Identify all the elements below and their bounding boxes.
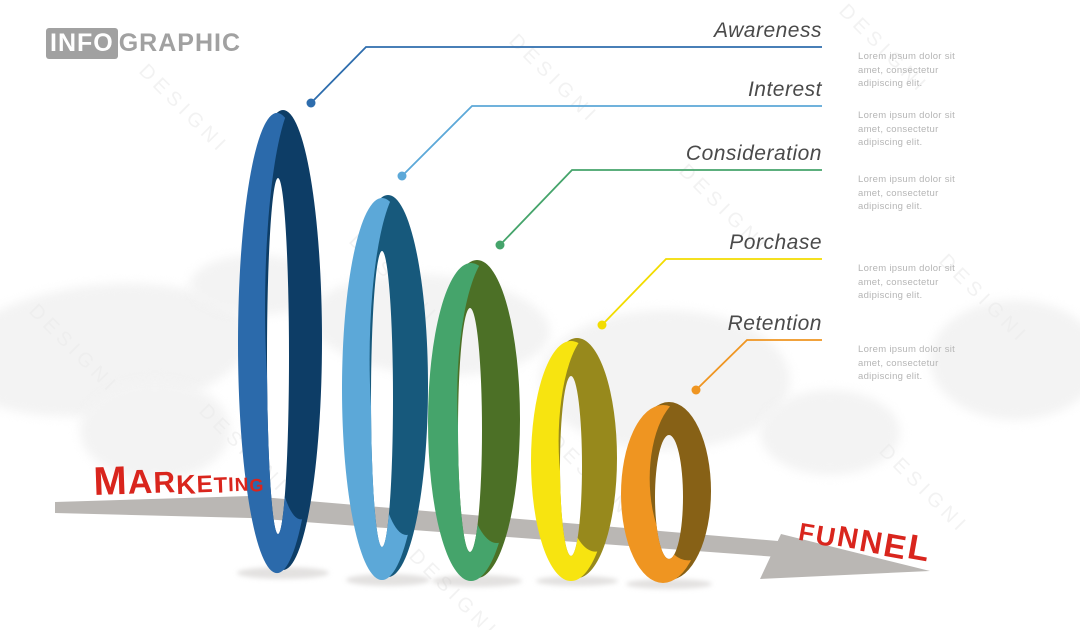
logo-graphic-text: GRAPHIC (118, 29, 242, 57)
arrow-head (760, 534, 930, 579)
ring-front-consideration (428, 263, 514, 581)
stage-label-consideration: Consideration (685, 142, 822, 165)
funnel-ring-consideration (428, 260, 520, 581)
stage-description-porchase: Lorem ipsum dolor sit amet, consectetur … (858, 263, 956, 301)
connector-line-awareness (310, 46, 822, 104)
connector-dot-awareness (306, 98, 316, 108)
stage-label-awareness: Awareness (713, 19, 822, 42)
map-blob (80, 380, 230, 480)
ring-shadow (432, 575, 522, 587)
connector-dot-interest (397, 171, 407, 181)
stage-label-retention: Retention (727, 312, 822, 335)
ring-front-retention (621, 405, 705, 583)
ring-shadow (237, 567, 329, 579)
stage-description-interest: Lorem ipsum dolor sit amet, consectetur … (858, 110, 956, 148)
caption-letter: T (213, 472, 229, 498)
ring-shadows (237, 567, 712, 589)
ring-shadow (626, 579, 712, 589)
connector-line-consideration (499, 169, 822, 246)
stage-label-porchase: Porchase (729, 231, 822, 254)
logo-info-box: INFO (46, 28, 118, 59)
map-blob (760, 390, 900, 475)
connector-dot-porchase (597, 320, 607, 330)
connector-dot-retention (691, 385, 701, 395)
caption-letter: N (234, 474, 250, 497)
ring-front-interest (342, 198, 422, 580)
map-blob (930, 300, 1080, 420)
connector-line-interest (401, 105, 822, 177)
ring-front-awareness (237, 112, 317, 574)
stage-description-consideration: Lorem ipsum dolor sit amet, consectetur … (858, 174, 956, 212)
connector-line-retention (695, 339, 822, 391)
connector-line-porchase (601, 258, 822, 326)
funnel-rings (237, 110, 711, 583)
funnel-ring-awareness (237, 110, 322, 574)
caption-letter: A (127, 462, 154, 502)
caption-letter: G (249, 475, 265, 496)
connector-dot-consideration (495, 240, 505, 250)
funnel-ring-interest (342, 195, 428, 580)
funnel-ring-retention (621, 402, 711, 583)
ring-front-porchase (531, 341, 611, 581)
caption-letter: E (196, 470, 215, 499)
stage-connectors (306, 46, 822, 395)
caption-letter: M (92, 458, 129, 504)
stage-label-interest: Interest (747, 78, 822, 101)
funnel-ring-porchase (531, 338, 617, 581)
caption-letter: R (152, 466, 177, 501)
ring-shadow (536, 576, 618, 586)
stage-description-retention: Lorem ipsum dolor sit amet, consectetur … (858, 344, 956, 382)
stage-description-awareness: Lorem ipsum dolor sit amet, consectetur … (858, 51, 956, 89)
ring-shadow (346, 574, 430, 586)
caption-letter: L (904, 527, 935, 570)
caption-letter: K (175, 469, 198, 500)
